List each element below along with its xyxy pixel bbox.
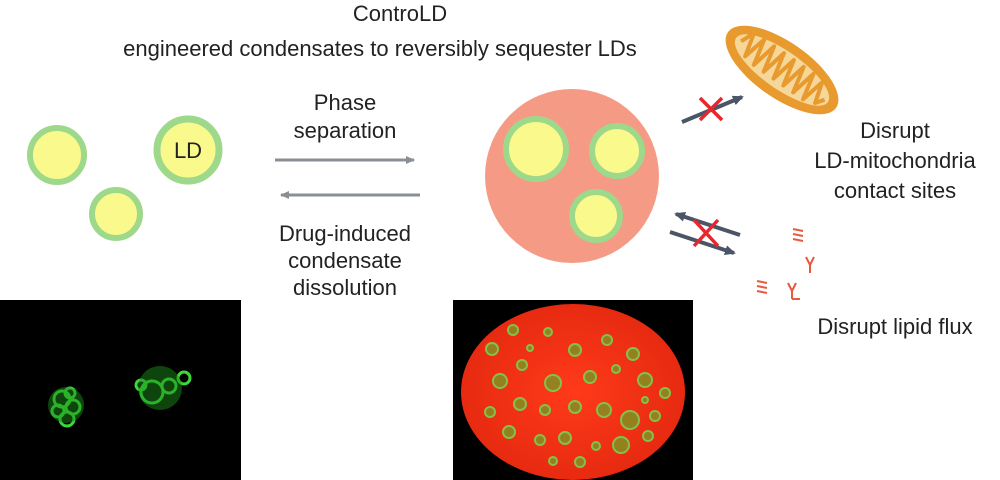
subtitle: engineered condensates to reversibly seq… [123, 36, 637, 61]
lipid-molecules [756, 228, 815, 300]
mitochondrion [725, 25, 839, 115]
sequestered-droplet [569, 189, 623, 243]
lipid-droplet [27, 125, 87, 185]
blocked-lipid-flux [669, 212, 741, 255]
micrograph-free-droplets [0, 300, 241, 480]
reverse-label-line-2: condensate [288, 248, 402, 273]
lipid-droplet-labeled [153, 115, 223, 185]
lipid-droplet [89, 187, 143, 241]
reverse-label-line-1: Drug-induced [278, 221, 412, 246]
mito-effect-line-2: LD-mitochondria [814, 148, 976, 173]
lipid-flux-label: Disrupt lipid flux [817, 314, 973, 339]
sequestered-droplet [589, 123, 645, 179]
forward-label-line-1: Phase [313, 90, 377, 115]
reverse-label-line-3: dissolution [293, 275, 397, 300]
ld-label: LD [174, 138, 202, 163]
free-lipid-droplets: LD [27, 115, 223, 241]
forward-label-line-2: separation [293, 118, 397, 143]
title: ControLD [352, 1, 448, 26]
micrograph-condensate [453, 300, 693, 480]
mito-effect-line-1: Disrupt [860, 118, 930, 143]
blocked-mito-contact [681, 95, 744, 124]
condensate [485, 89, 659, 263]
sequestered-droplet [503, 116, 569, 182]
mito-effect-line-3: contact sites [833, 178, 957, 203]
